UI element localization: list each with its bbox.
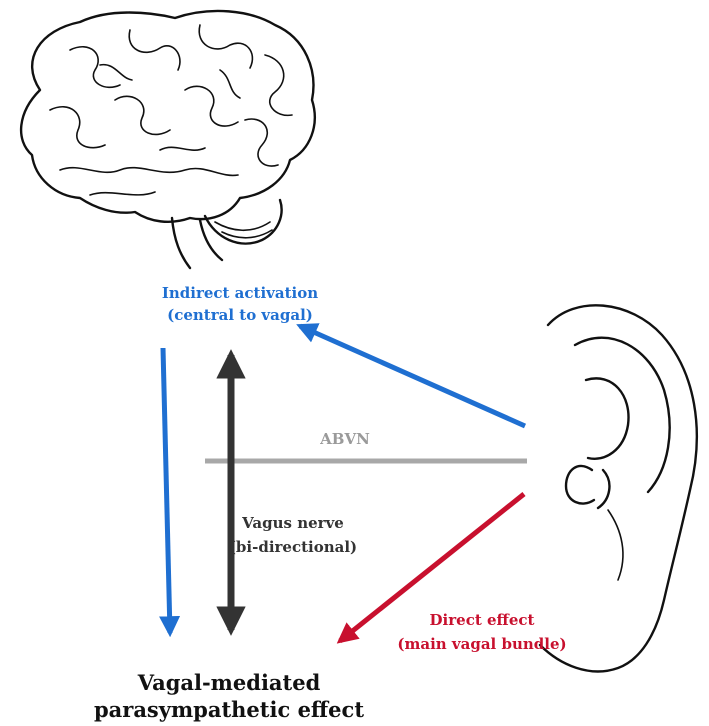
ear-icon xyxy=(538,304,698,673)
result-title: Vagal-mediated xyxy=(137,670,321,695)
indirect-activation-sublabel: (central to vagal) xyxy=(167,306,313,324)
abvn-label: ABVN xyxy=(319,430,370,448)
direct-effect-arrow xyxy=(336,492,526,644)
result-subtitle: parasympathetic effect xyxy=(94,697,364,722)
brain-icon xyxy=(19,9,316,270)
direct-effect-sublabel: (main vagal bundle) xyxy=(397,635,566,653)
vagus-nerve-sublabel: (bi-directional) xyxy=(229,538,357,556)
indirect-activation-label: Indirect activation xyxy=(162,284,318,302)
indirect-arrow-to-brain xyxy=(296,323,527,429)
direct-effect-label: Direct effect xyxy=(430,611,535,629)
vagus-nerve-label: Vagus nerve xyxy=(241,514,344,532)
indirect-arrow-down xyxy=(159,347,181,638)
